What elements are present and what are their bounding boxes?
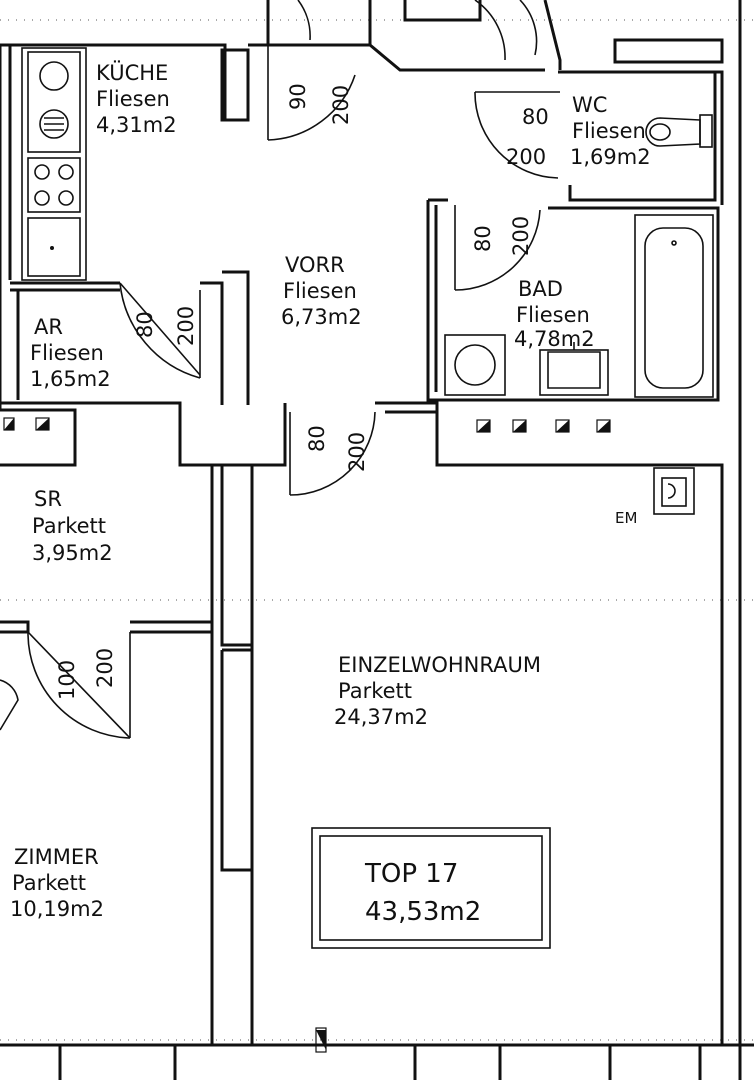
room-name: BAD	[518, 277, 563, 301]
door-width: 80	[133, 311, 157, 338]
room-vorr: VORR Fliesen 6,73m2	[281, 253, 362, 329]
sink-bowl-icon	[39, 109, 69, 139]
unit-name: TOP 17	[364, 859, 458, 889]
washbasin-icon	[539, 342, 609, 396]
door-width: 80	[305, 425, 329, 452]
room-floor: Fliesen	[516, 303, 590, 327]
door-sr-dims: 100 200	[55, 648, 117, 700]
room-einzelwohnraum: EINZELWOHNRAUM Parkett 24,37m2	[334, 653, 541, 729]
sink-bowl-icon	[39, 61, 69, 91]
door-height: 200	[93, 648, 117, 688]
room-area: 24,37m2	[334, 705, 428, 729]
room-bad: BAD Fliesen 4,78m2	[514, 277, 595, 351]
room-area: 3,95m2	[32, 541, 113, 565]
door-ar-dims: 80 200	[133, 306, 198, 346]
door-width: 80	[471, 225, 495, 252]
door-height: 200	[329, 85, 353, 125]
door-kueche-dims: 90 200	[286, 83, 353, 125]
washing-machine-icon	[444, 334, 506, 396]
door-bad-dims: 80 200	[471, 216, 533, 256]
room-floor: Parkett	[12, 871, 86, 895]
bathtub-icon	[634, 214, 714, 398]
door-swings	[0, 0, 560, 739]
door-height: 200	[506, 145, 546, 169]
door-width: 90	[286, 83, 310, 110]
room-area: 4,31m2	[96, 113, 177, 137]
door-width: 80	[522, 105, 549, 129]
room-name: WC	[572, 93, 607, 117]
door-wc-dims: 80 200	[506, 105, 549, 169]
room-name: KÜCHE	[96, 60, 168, 85]
room-floor: Fliesen	[30, 341, 104, 365]
room-area: 6,73m2	[281, 305, 362, 329]
room-name: EINZELWOHNRAUM	[338, 653, 541, 677]
room-name: VORR	[285, 253, 345, 277]
door-height: 200	[174, 306, 198, 346]
room-name: AR	[34, 315, 63, 339]
room-floor: Fliesen	[572, 119, 646, 143]
room-floor: Fliesen	[96, 87, 170, 111]
electric-meter-icon	[653, 467, 695, 515]
room-area: 10,19m2	[10, 897, 104, 921]
room-area: 4,78m2	[514, 327, 595, 351]
room-name: ZIMMER	[14, 845, 99, 869]
kitchen-counter	[21, 47, 87, 281]
room-sr: SR Parkett 3,95m2	[32, 487, 113, 565]
room-floor: Parkett	[32, 514, 106, 538]
door-vorr-dims: 80 200	[305, 425, 369, 472]
room-wc: WC Fliesen 1,69m2	[570, 93, 651, 169]
room-kueche: KÜCHE Fliesen 4,31m2	[96, 60, 177, 137]
door-width: 100	[55, 660, 79, 700]
room-floor: Parkett	[338, 679, 412, 703]
vent-markers	[3, 417, 611, 1053]
toilet-icon	[645, 114, 713, 148]
unit-area: 43,53m2	[365, 897, 481, 927]
room-zimmer: ZIMMER Parkett 10,19m2	[10, 845, 104, 921]
room-ar: AR Fliesen 1,65m2	[30, 315, 111, 391]
room-floor: Fliesen	[283, 279, 357, 303]
electric-meter-label: EM	[615, 509, 637, 527]
stove-icon	[27, 157, 81, 213]
door-height: 200	[345, 432, 369, 472]
unit-summary-box: TOP 17 43,53m2	[311, 827, 551, 949]
room-name: SR	[34, 487, 62, 511]
room-area: 1,69m2	[570, 145, 651, 169]
door-height: 200	[509, 216, 533, 256]
room-area: 1,65m2	[30, 367, 111, 391]
